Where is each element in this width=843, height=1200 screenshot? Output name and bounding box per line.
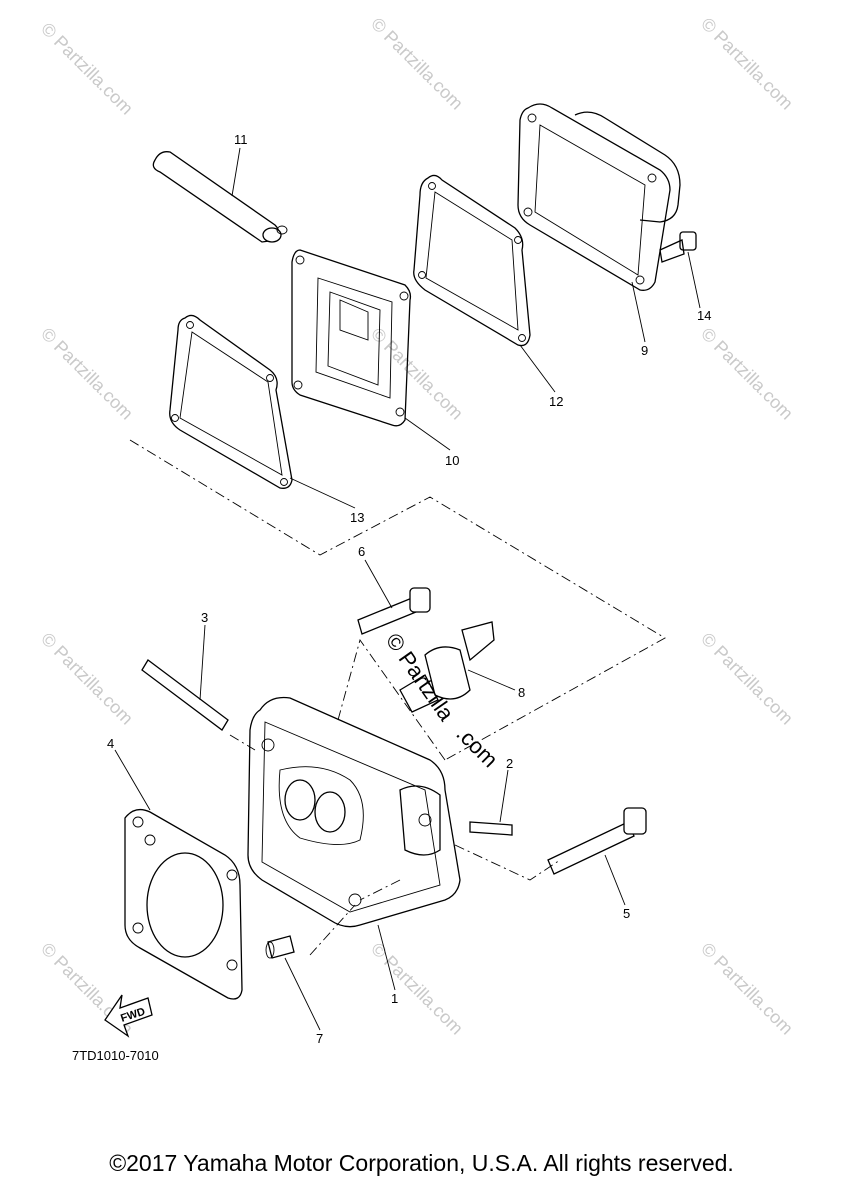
part-9-head-cover	[517, 103, 681, 291]
callout-6: 6	[358, 544, 365, 559]
leader-lines	[114, 147, 701, 1031]
part-13-gasket	[169, 314, 293, 489]
callout-3: 3	[201, 610, 208, 625]
parts-diagram: © Partzilla.com © Partzilla.com © Partzi…	[37, 14, 797, 1063]
watermark: © Partzilla.com	[697, 14, 797, 114]
callout-14: 14	[697, 308, 711, 323]
watermark-center-bottom: .com	[451, 721, 502, 772]
callout-1: 1	[391, 991, 398, 1006]
watermark: © Partzilla.com	[37, 19, 137, 119]
part-4-head-gasket	[124, 808, 243, 1000]
part-2-stud	[469, 821, 513, 836]
part-5-bolt	[547, 807, 647, 875]
watermarks: © Partzilla.com © Partzilla.com © Partzi…	[37, 14, 797, 1039]
part-10-breather-plate	[291, 249, 412, 427]
callout-4: 4	[107, 736, 114, 751]
part-11-hose	[152, 151, 288, 243]
callout-5: 5	[623, 906, 630, 921]
callout-2: 2	[506, 756, 513, 771]
watermark: © Partzilla.com	[367, 939, 467, 1039]
assembly-lines	[129, 439, 666, 956]
callout-8: 8	[518, 685, 525, 700]
watermark: © Partzilla.com	[697, 324, 797, 424]
watermark: © Partzilla.com	[37, 629, 137, 729]
callout-9: 9	[641, 343, 648, 358]
watermark: © Partzilla.com	[697, 629, 797, 729]
watermark: © Partzilla.com	[697, 939, 797, 1039]
watermark: © Partzilla.com	[37, 324, 137, 424]
callout-7: 7	[316, 1031, 323, 1046]
callout-10: 10	[445, 453, 459, 468]
part-12-gasket	[413, 174, 531, 347]
callout-12: 12	[549, 394, 563, 409]
part-7-dowel	[265, 935, 295, 959]
part-1-cylinder-head	[247, 696, 461, 928]
callout-13: 13	[350, 510, 364, 525]
part-6-bolt	[357, 587, 431, 635]
watermark: © Partzilla.com	[367, 14, 467, 114]
part-8-spark-plug	[399, 621, 495, 713]
callouts: 11 14 9 12 10 13 6 3 8 2 4 5 1 7	[107, 132, 711, 1046]
copyright-notice: ©2017 Yamaha Motor Corporation, U.S.A. A…	[109, 1150, 734, 1176]
part-14-bolt	[659, 231, 697, 263]
diagram-code: 7TD1010-7010	[72, 1048, 159, 1063]
watermark: © Partzilla.com	[367, 324, 467, 424]
part-3-stud	[141, 659, 229, 731]
callout-11: 11	[234, 132, 248, 147]
